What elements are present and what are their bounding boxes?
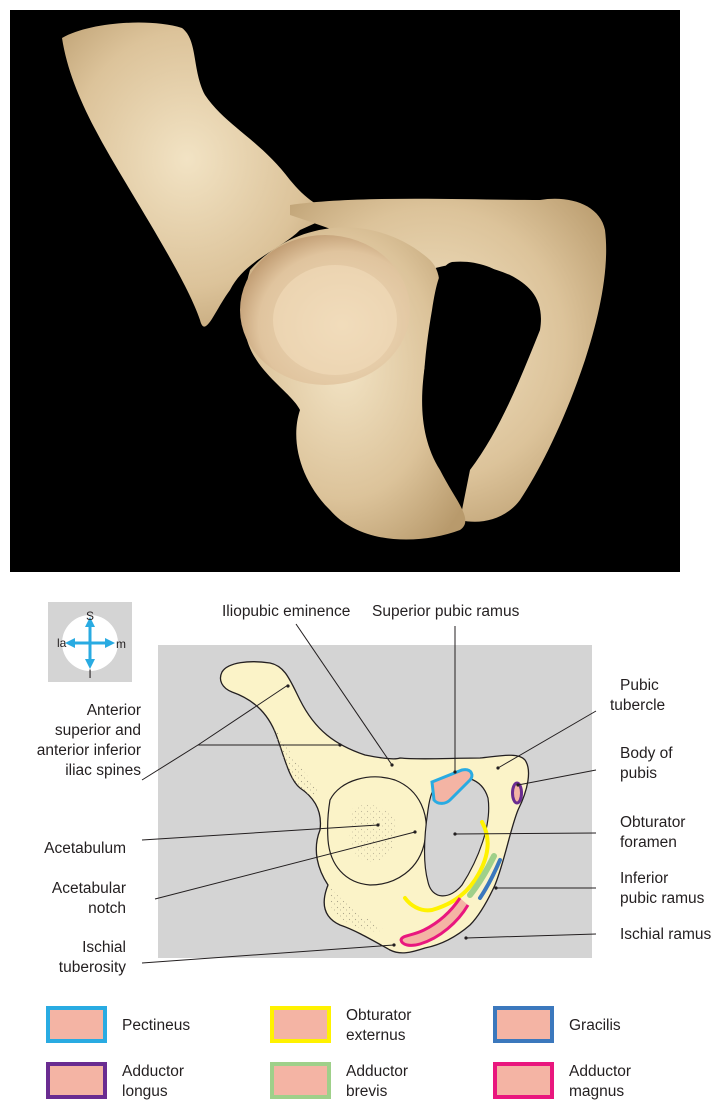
orient-medial: m	[116, 637, 126, 651]
legend-swatch-obturator-externus	[272, 1008, 329, 1041]
legend-item-adductor-brevis: Adductor brevis	[272, 1063, 408, 1100]
label-body-of-pubis-2: pubis	[620, 765, 657, 782]
label-inferior-pubic-ramus-1: Inferior	[620, 870, 668, 887]
label-anterior-spines-1: Anterior	[87, 702, 141, 719]
legend-label-adductor-brevis-1: Adductor	[346, 1063, 408, 1080]
legend-label-adductor-longus-2: longus	[122, 1083, 168, 1100]
label-iliopubic-eminence: Iliopubic eminence	[222, 603, 350, 620]
label-body-of-pubis-1: Body of	[620, 745, 673, 762]
label-pubic-tubercle-1: Pubic	[620, 677, 659, 694]
legend-label-adductor-longus-1: Adductor	[122, 1063, 184, 1080]
legend-item-gracilis: Gracilis	[495, 1008, 621, 1041]
label-anterior-spines-3: anterior inferior	[37, 742, 141, 759]
orient-inferior: I	[88, 667, 91, 681]
legend-item-adductor-magnus: Adductor magnus	[495, 1063, 631, 1100]
legend-label-obturator-externus-2: externus	[346, 1027, 406, 1044]
legend-label-gracilis: Gracilis	[569, 1017, 621, 1034]
label-anterior-spines-4: iliac spines	[65, 762, 141, 779]
legend-swatch-adductor-magnus	[495, 1064, 552, 1097]
label-obturator-foramen-2: foramen	[620, 834, 677, 851]
label-acetabulum: Acetabulum	[44, 840, 126, 857]
label-acetabular-notch-1: Acetabular	[52, 880, 126, 897]
legend-label-adductor-magnus-2: magnus	[569, 1083, 624, 1100]
legend-swatch-adductor-longus	[48, 1064, 105, 1097]
label-superior-pubic-ramus: Superior pubic ramus	[372, 603, 520, 620]
label-anterior-spines-2: superior and	[55, 722, 141, 739]
label-pubic-tubercle-2: tubercle	[610, 697, 665, 714]
orient-lateral: la	[57, 636, 67, 650]
label-ischial-ramus: Ischial ramus	[620, 926, 712, 943]
label-ischial-tuberosity-1: Ischial	[82, 939, 126, 956]
label-acetabular-notch-2: notch	[88, 900, 126, 917]
legend-item-obturator-externus: Obturator externus	[272, 1007, 411, 1044]
label-inferior-pubic-ramus-2: pubic ramus	[620, 890, 705, 907]
legend-label-adductor-magnus-1: Adductor	[569, 1063, 631, 1080]
label-ischial-tuberosity-2: tuberosity	[59, 959, 126, 976]
legend-label-obturator-externus-1: Obturator	[346, 1007, 411, 1024]
legend-swatch-pectineus	[48, 1008, 105, 1041]
legend-item-pectineus: Pectineus	[48, 1008, 190, 1041]
legend-swatch-adductor-brevis	[272, 1064, 329, 1097]
legend-label-pectineus: Pectineus	[122, 1017, 190, 1034]
legend: Pectineus Obturator externus Gracilis Ad…	[48, 1007, 631, 1100]
legend-label-adductor-brevis-2: brevis	[346, 1083, 388, 1100]
orient-superior: S	[86, 609, 94, 623]
legend-item-adductor-longus: Adductor longus	[48, 1063, 184, 1100]
legend-swatch-gracilis	[495, 1008, 552, 1041]
label-obturator-foramen-1: Obturator	[620, 814, 685, 831]
orientation-compass: S I la m	[48, 602, 132, 682]
bone-photograph	[10, 10, 680, 572]
